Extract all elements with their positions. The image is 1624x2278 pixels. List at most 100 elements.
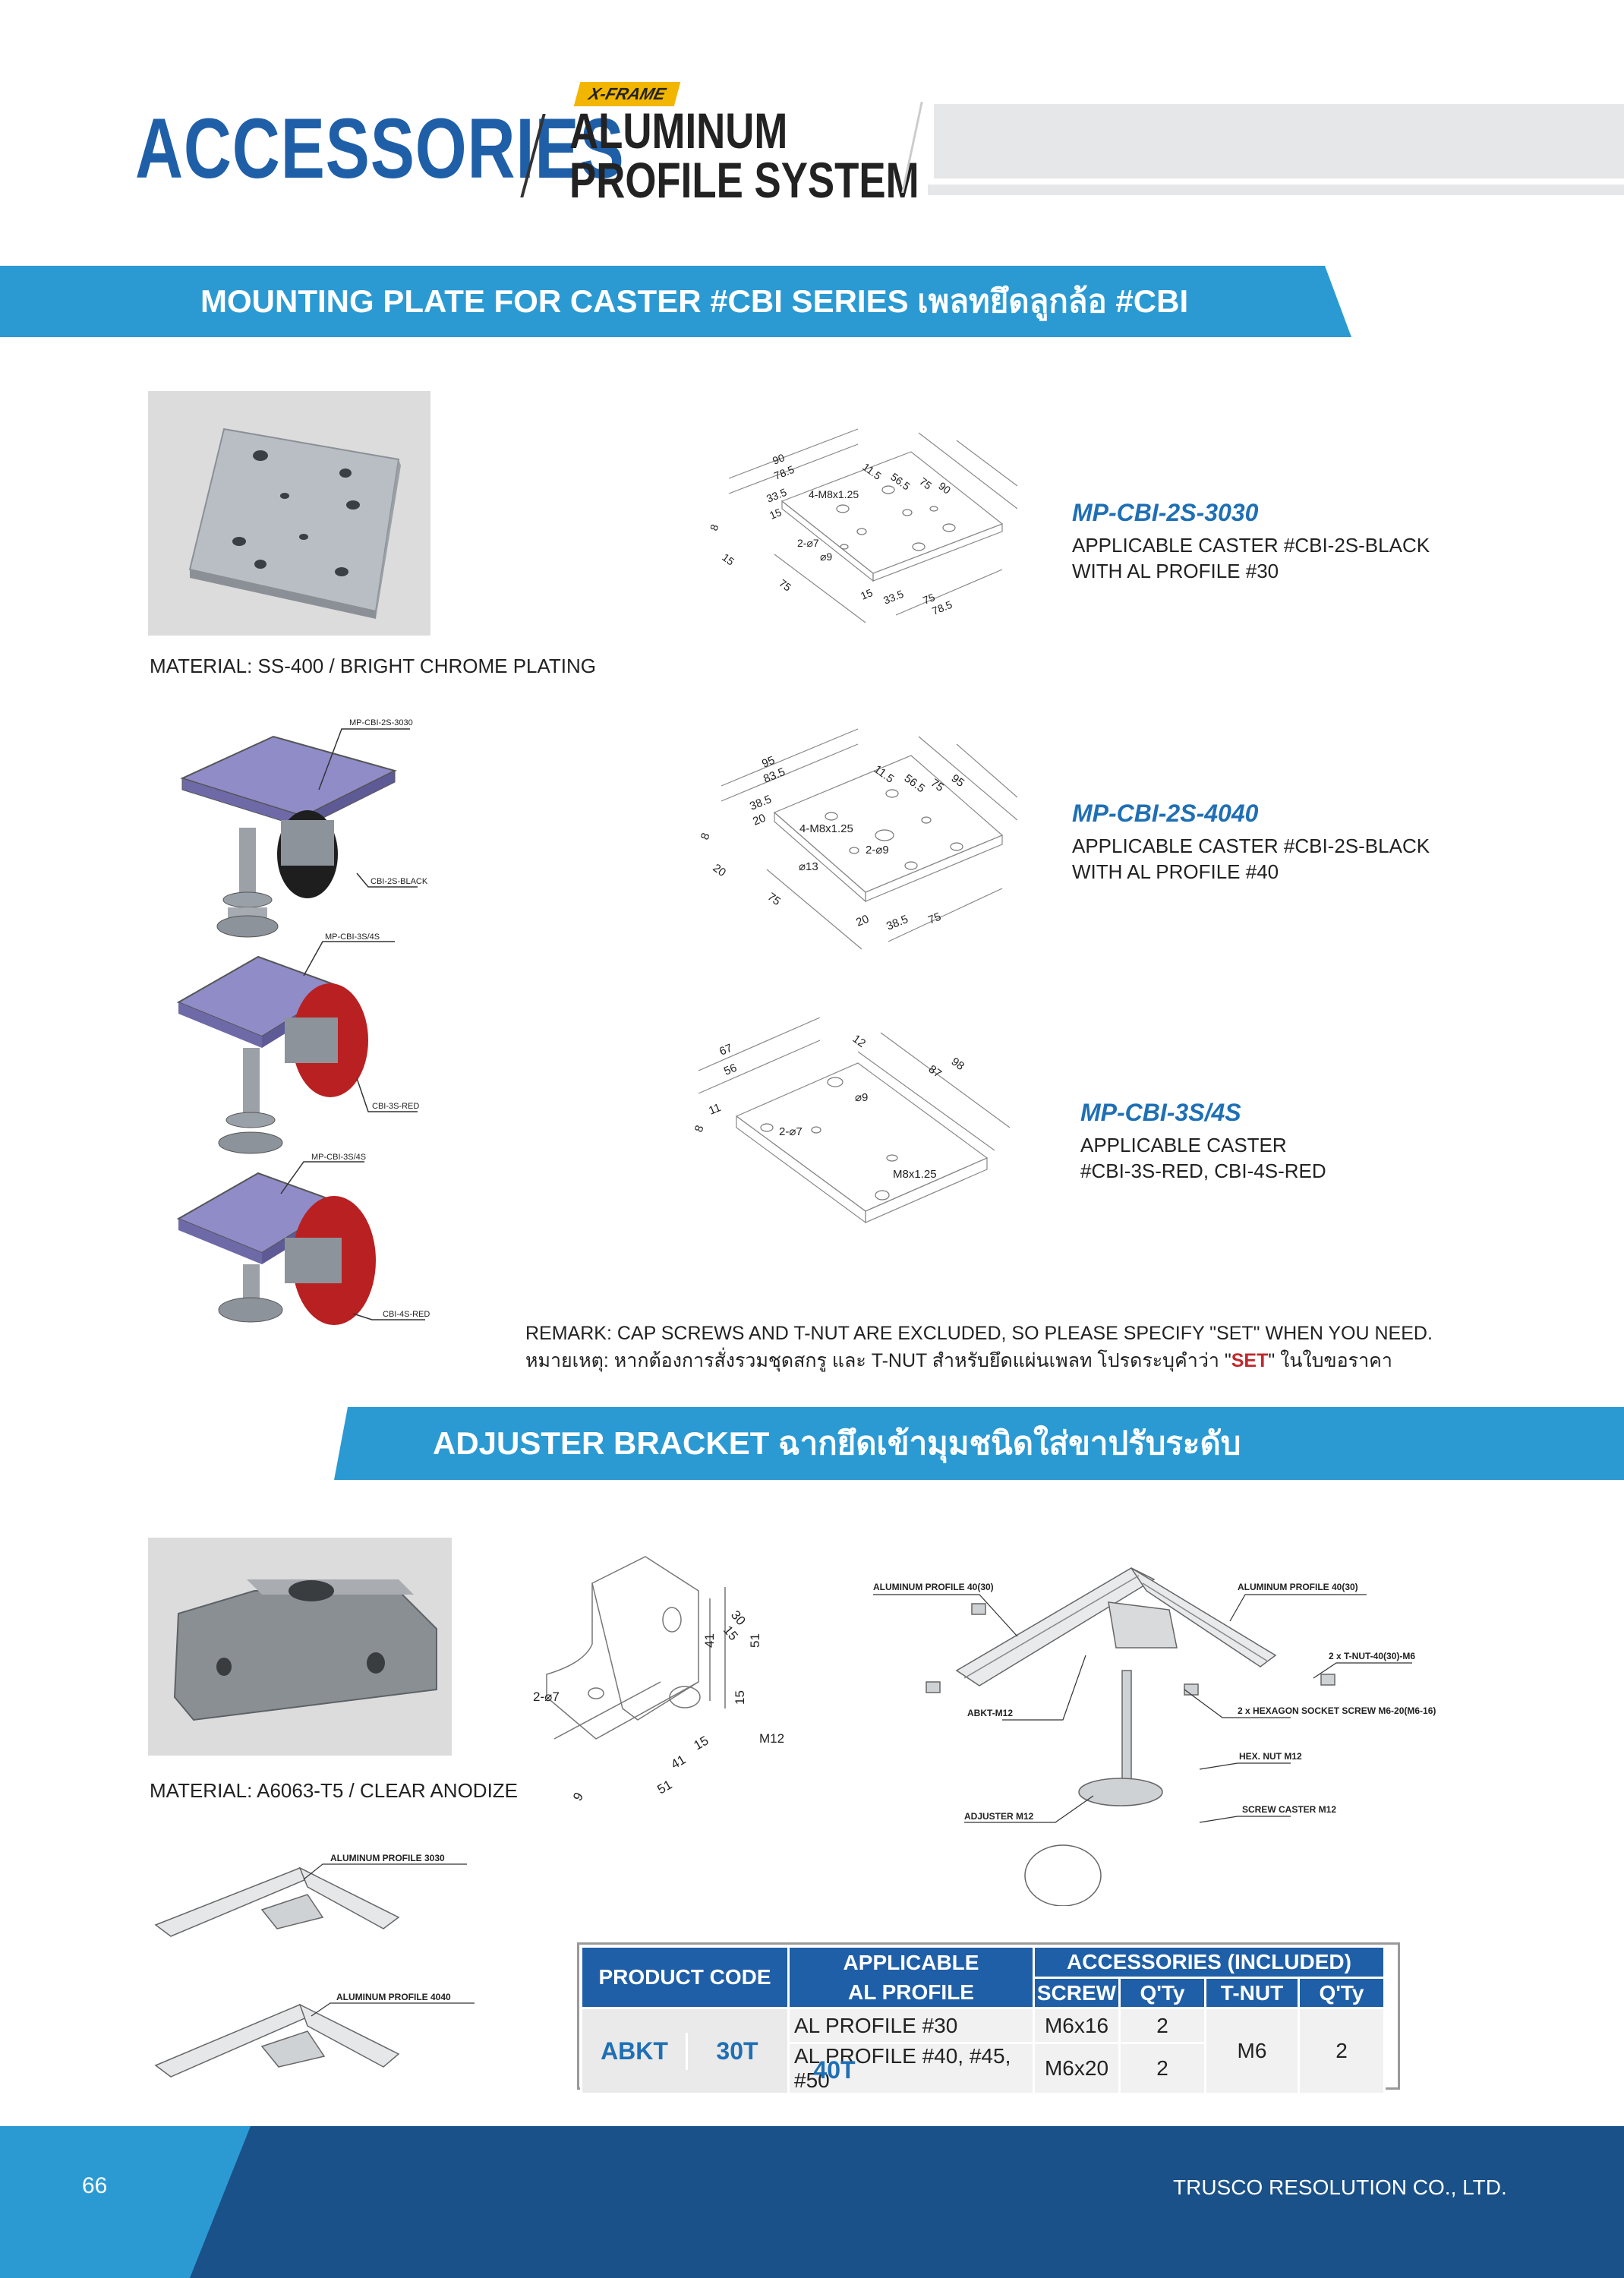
- assembly2-plate-label: MP-CBI-3S/4S: [325, 932, 380, 942]
- product-suffix: 40T: [813, 2056, 856, 2084]
- header-qty: Q'Ty: [1118, 1976, 1206, 2010]
- header-t-nut: T-NUT: [1204, 1976, 1300, 2010]
- dim-95: 95: [760, 754, 777, 771]
- product-desc-line1: APPLICABLE CASTER #CBI-2S-BLACK: [1072, 534, 1430, 557]
- plate-image: [188, 428, 401, 619]
- hole-label: 2-⌀9: [866, 844, 889, 857]
- product-desc-line2: WITH AL PROFILE #40: [1072, 860, 1279, 883]
- remark-thai-part2: " ในใบขอราคา: [1268, 1350, 1392, 1371]
- product-desc-line2: #CBI-3S-RED, CBI-4S-RED: [1080, 1160, 1326, 1182]
- label-screw-caster: SCREW CASTER M12: [1242, 1804, 1336, 1815]
- dim-95: 95: [949, 771, 967, 790]
- dim-75: 75: [929, 776, 946, 794]
- dim-11-5: 11.5: [872, 762, 897, 785]
- dim-15: 15: [859, 586, 875, 602]
- dim-56-5: 56.5: [888, 470, 913, 492]
- dim-41: 41: [669, 1753, 689, 1772]
- product-code-mp-cbi-2s-3030: MP-CBI-2S-3030: [1072, 499, 1259, 526]
- thread-label: 4-M8x1.25: [799, 822, 853, 835]
- dim-75: 75: [777, 576, 793, 593]
- label-profile-3030: ALUMINUM PROFILE 3030: [330, 1853, 445, 1863]
- hole-label: 2-⌀7: [779, 1125, 803, 1138]
- dim-51: 51: [748, 1633, 762, 1648]
- product-code-mp-cbi-3s-4s: MP-CBI-3S/4S: [1080, 1099, 1241, 1126]
- dim-15: 15: [720, 551, 736, 567]
- label-hex-nut: HEX. NUT M12: [1239, 1751, 1302, 1762]
- drawing-mp-cbi-2s-4040: 95 83.5 38.5 20 8 20 75 11.5 56.5 75 95 …: [698, 728, 1017, 950]
- header-applicable-line2: AL PROFILE: [848, 1980, 974, 2005]
- remark-english: REMARK: CAP SCREWS AND T-NUT ARE EXCLUDE…: [525, 1323, 1433, 1344]
- remark-thai-part1: หมายเหตุ: หากต้องการสั่งรวมชุดสกรู และ T…: [525, 1350, 1231, 1371]
- screw-cell: M6x20: [1033, 2042, 1121, 2096]
- page-title: ACCESSORIES: [135, 101, 625, 196]
- header-bar: [934, 104, 1624, 178]
- label-hex-socket-screw: 2 x HEXAGON SOCKET SCREW M6-20(M6-16): [1238, 1705, 1436, 1716]
- product-desc-line1: APPLICABLE CASTER: [1080, 1134, 1287, 1156]
- bracket-image: [173, 1579, 437, 1721]
- assembly1-caster-label: CBI-2S-BLACK: [371, 877, 428, 886]
- label-aluminum-profile-left: ALUMINUM PROFILE 40(30): [873, 1582, 994, 1592]
- remark-set-keyword: SET: [1231, 1350, 1269, 1371]
- dim-67: 67: [717, 1042, 734, 1059]
- section-title: MOUNTING PLATE FOR CASTER #CBI SERIES เพ…: [200, 283, 1189, 319]
- dim-20: 20: [854, 913, 871, 929]
- applicable-profile-cell: AL PROFILE #30: [787, 2007, 1035, 2045]
- label-abkt: ABKT-M12: [967, 1708, 1013, 1718]
- header-bar-thin: [928, 185, 1624, 195]
- dim-9: 9: [570, 1790, 586, 1803]
- dim-8: 8: [692, 1124, 707, 1134]
- hole-label: ⌀9: [820, 551, 832, 563]
- t-nut-qty-cell: 2: [1298, 2007, 1386, 2096]
- header-applicable-profile: APPLICABLE AL PROFILE: [787, 1945, 1035, 2010]
- assembly-2s-black: [180, 735, 397, 938]
- header-applicable-line1: APPLICABLE: [843, 1951, 979, 1974]
- drawing-mp-cbi-3s-4s: 67 56 11 8 12 87 98 ⌀9 2-⌀7 M8x1.25: [692, 1018, 1011, 1224]
- hole-label: 2-⌀7: [533, 1690, 560, 1704]
- product-desc-line1: APPLICABLE CASTER #CBI-2S-BLACK: [1072, 835, 1430, 857]
- hole-label: 2-⌀7: [797, 537, 819, 549]
- label-profile-4040: ALUMINUM PROFILE 4040: [336, 1992, 451, 2002]
- applicable-profile-cell: AL PROFILE #40, #45, #50: [787, 2042, 1035, 2096]
- page-number: 66: [82, 2173, 108, 2198]
- dim-75: 75: [926, 910, 943, 927]
- remark-thai: หมายเหตุ: หากต้องการสั่งรวมชุดสกรู และ T…: [525, 1346, 1392, 1376]
- accessories-table: PRODUCT CODE APPLICABLE AL PROFILE ACCES…: [580, 1945, 1386, 2096]
- subtitle-line2: PROFILE SYSTEM: [569, 151, 919, 208]
- dim-51: 51: [655, 1778, 675, 1797]
- dim-87: 87: [926, 1062, 944, 1081]
- bracket-dimension-drawing: 30 15 41 51 2-⌀7 15 M12 15 41 51 9: [533, 1556, 784, 1803]
- product-suffix: 30T: [686, 2032, 787, 2070]
- hole-label: ⌀13: [799, 860, 818, 873]
- section-header-mounting-plate: MOUNTING PLATE FOR CASTER #CBI SERIES เพ…: [0, 266, 1351, 337]
- mounting-plate-photo: [148, 391, 430, 636]
- label-adjuster: ADJUSTER M12: [964, 1811, 1034, 1822]
- product-code-mp-cbi-2s-4040: MP-CBI-2S-4040: [1072, 800, 1259, 827]
- dim-90: 90: [936, 479, 953, 496]
- dim-98: 98: [949, 1055, 967, 1073]
- profile-corner-illustrations: ALUMINUM PROFILE 3030 ALUMINUM PROFILE 4…: [154, 1853, 475, 2078]
- dim-11: 11: [707, 1101, 723, 1118]
- dim-8: 8: [698, 831, 713, 842]
- assembly-4s-red: [176, 1172, 376, 1325]
- qty-cell: 2: [1118, 2042, 1206, 2096]
- dim-33-5: 33.5: [881, 588, 905, 607]
- dim-41: 41: [702, 1633, 717, 1648]
- thread-label: M8x1.25: [893, 1168, 937, 1181]
- product-code-abkt: ABKT: [601, 2037, 668, 2065]
- label-t-nut: 2 x T-NUT-40(30)-M6: [1329, 1651, 1415, 1661]
- adjuster-bracket-photo: [148, 1538, 452, 1756]
- section-title: ADJUSTER BRACKET ฉากยึดเข้ามุมชนิดใส่ขาป…: [433, 1425, 1241, 1461]
- header-accessories: ACCESSORIES (INCLUDED): [1033, 1945, 1386, 1979]
- bracket-exploded-assembly: ALUMINUM PROFILE 40(30) ALUMINUM PROFILE…: [873, 1567, 1436, 1906]
- dim-56: 56: [722, 1062, 739, 1078]
- dim-33-5: 33.5: [765, 486, 788, 505]
- qty-cell: 2: [1118, 2007, 1206, 2045]
- product-desc-line2: WITH AL PROFILE #30: [1072, 560, 1279, 582]
- caster-assembly-illustrations: MP-CBI-2S-3030 CBI-2S-BLACK MP-CBI-3S/4S…: [176, 718, 430, 1325]
- dim-90: 90: [771, 451, 787, 467]
- assembly3-plate-label: MP-CBI-3S/4S: [311, 1153, 366, 1162]
- dim-75: 75: [921, 591, 937, 607]
- dim-56-5: 56.5: [902, 771, 928, 795]
- assembly2-caster-label: CBI-3S-RED: [372, 1102, 419, 1111]
